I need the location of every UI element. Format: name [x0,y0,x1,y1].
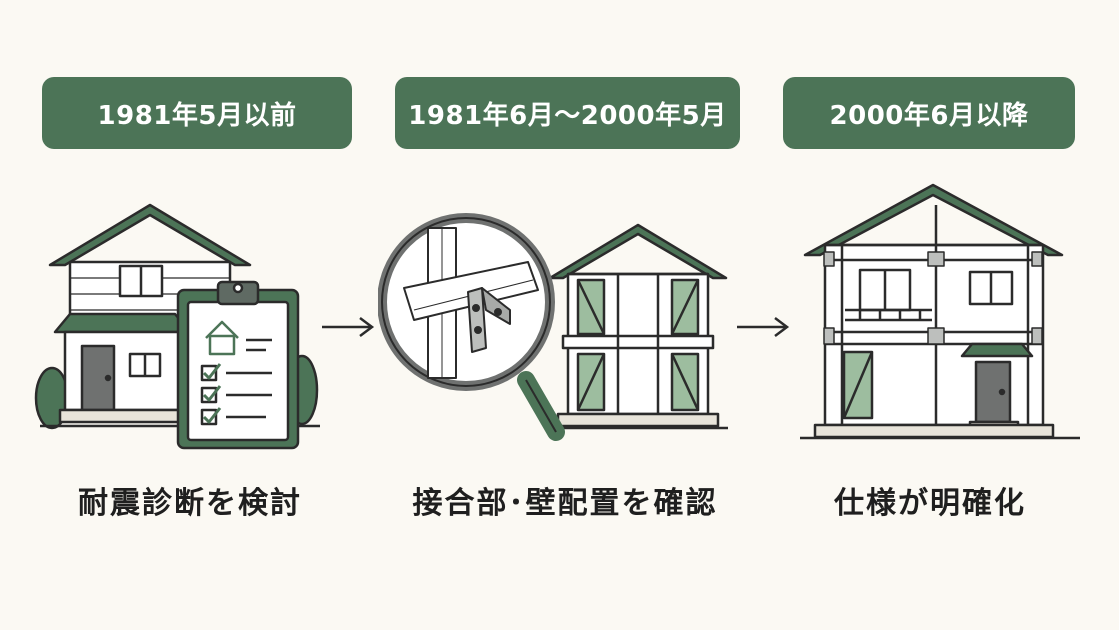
arrow-right-icon [737,317,790,337]
period-badge-1981-2000: 1981年6月〜2000年5月 [395,77,740,149]
house-frame-icon [548,223,728,430]
caption-joint-wall-check: 接合部･壁配置を確認 [412,486,718,521]
period-badge-after-2000: 2000年6月以降 [783,77,1075,149]
scene-joint-inspection [378,213,728,441]
caption-seismic-diagnosis: 耐震診断を検討 [78,486,302,521]
arrow-right-icon [322,317,375,337]
scene-old-house [34,203,320,450]
clipboard-checklist-icon [176,280,300,450]
period-badge-before-1981: 1981年5月以前 [42,77,352,149]
caption-specification-clarified: 仕様が明確化 [834,486,1026,521]
magnifier-icon [378,213,565,441]
metal-bracket-icon [467,287,511,353]
modern-house-icon [800,183,1080,440]
scene-modern-house [800,183,1080,440]
